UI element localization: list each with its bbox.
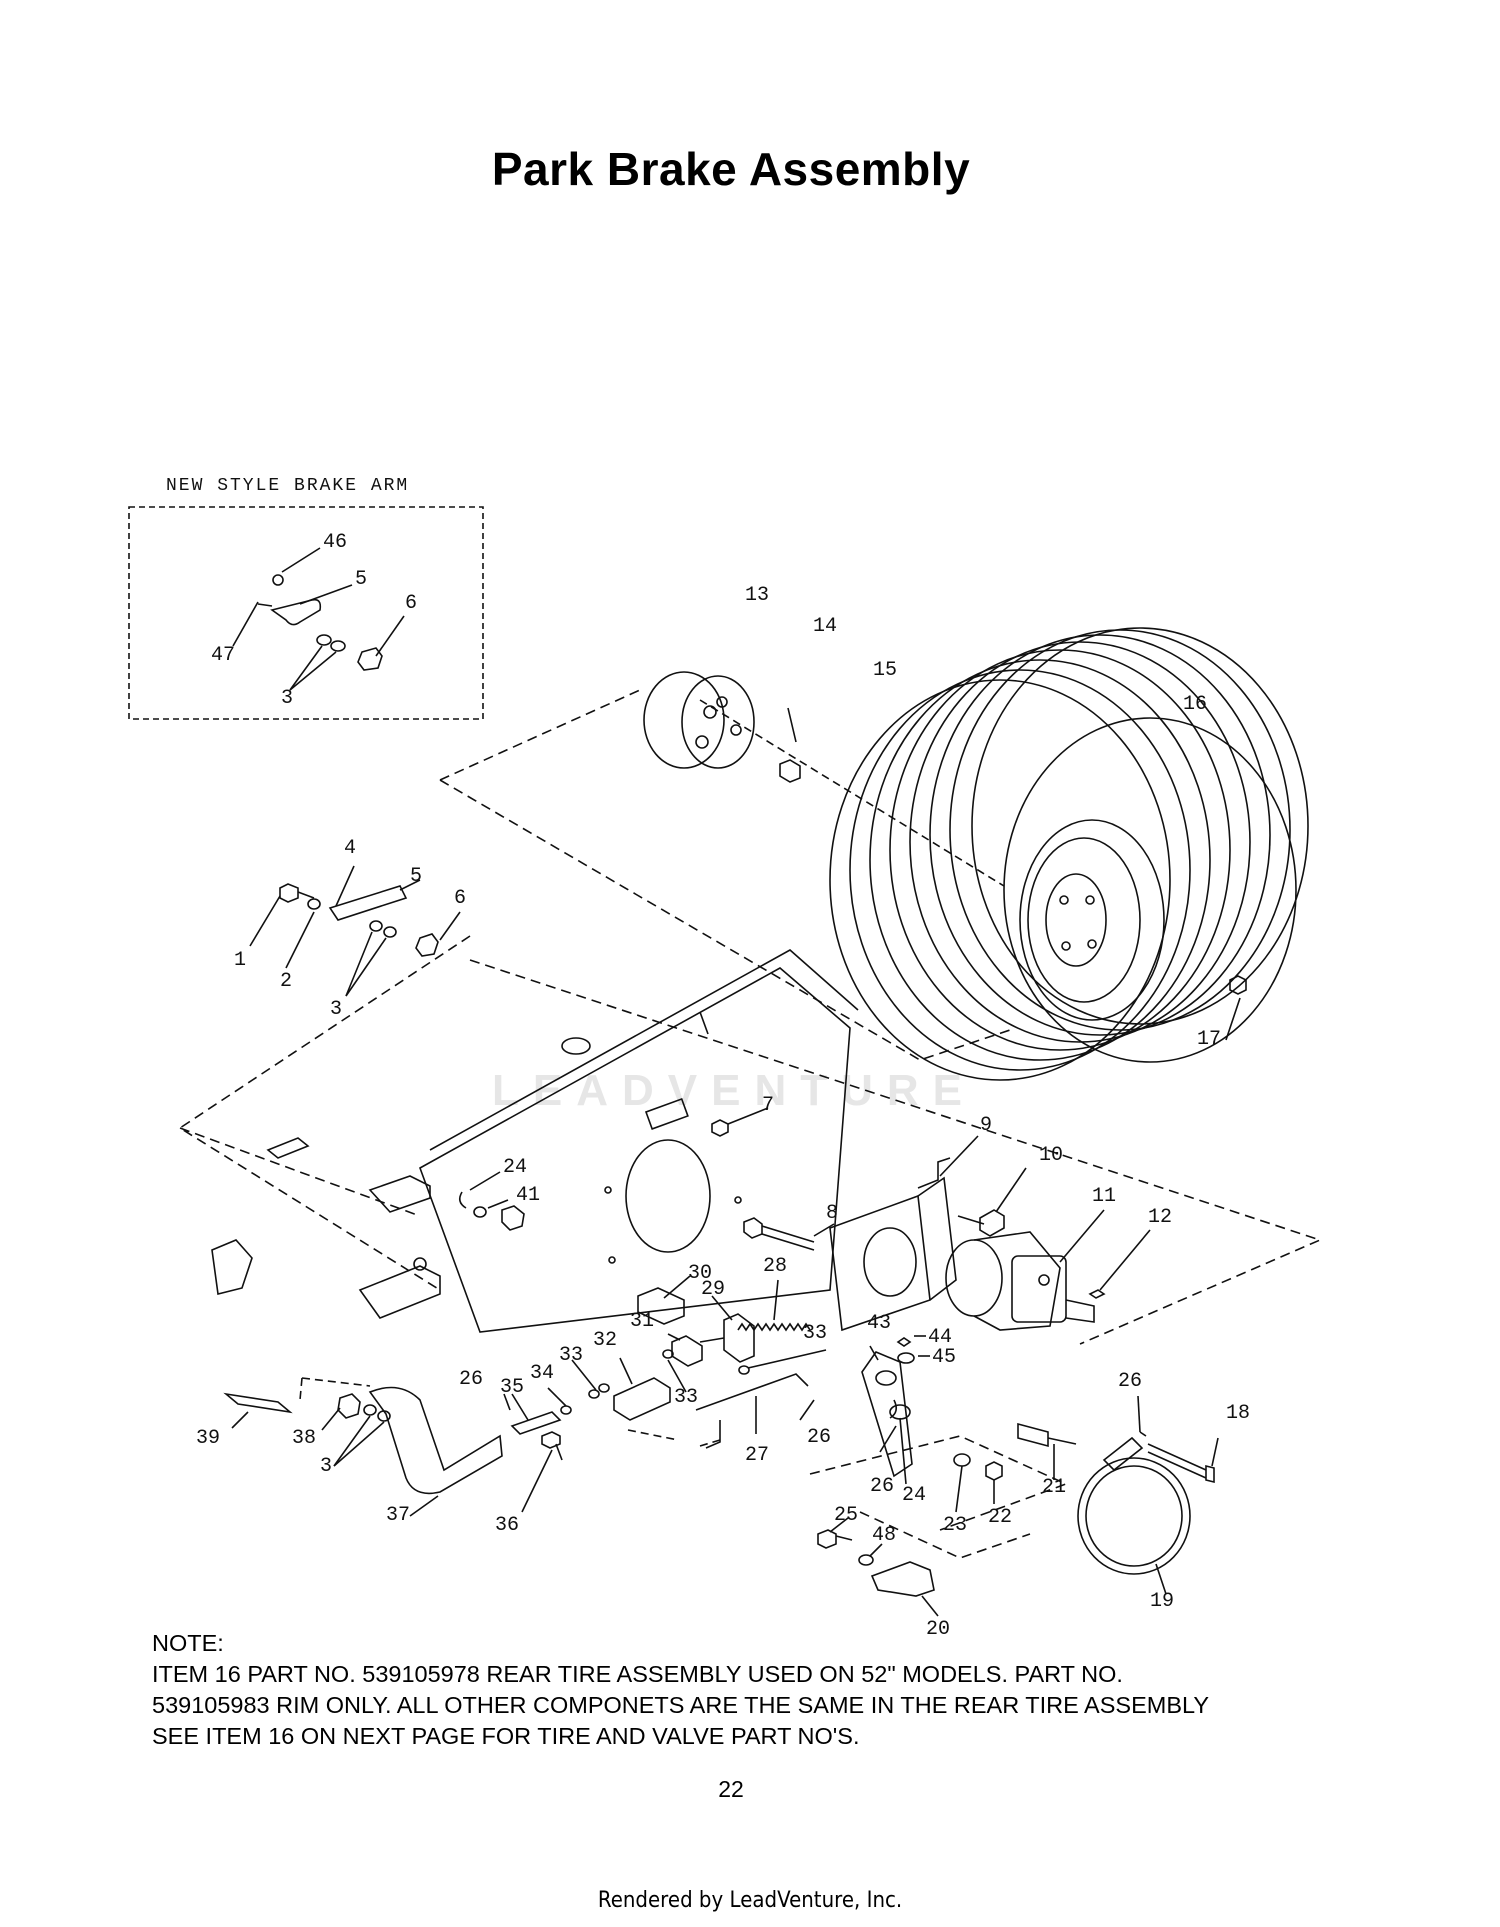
note-heading: NOTE: <box>152 1630 224 1656</box>
callout-22: 22 <box>988 1506 1012 1529</box>
callout-20: 20 <box>926 1618 950 1641</box>
callout-23: 23 <box>943 1514 967 1537</box>
callout-24: 24 <box>503 1156 527 1179</box>
callout-30: 30 <box>688 1262 712 1285</box>
callout-37: 37 <box>386 1504 410 1527</box>
callout-1: 1 <box>234 949 246 972</box>
callout-labels: 46 5 6 47 3 13 14 15 16 17 4 5 6 1 2 3 7… <box>196 531 1250 1641</box>
callout-29: 29 <box>701 1278 725 1301</box>
callout-39: 39 <box>196 1427 220 1450</box>
callout-5b: 5 <box>410 865 422 888</box>
frame-plate <box>419 949 859 1333</box>
callout-18: 18 <box>1226 1402 1250 1425</box>
brake-pedal <box>368 1386 503 1495</box>
note-line: SEE ITEM 16 ON NEXT PAGE FOR TIRE AND VA… <box>152 1723 860 1749</box>
callout-6b: 6 <box>454 887 466 910</box>
callout-11: 11 <box>1092 1185 1116 1208</box>
inset-brake-arm <box>257 574 383 671</box>
callout-15: 15 <box>873 659 897 682</box>
watermark: LEADVENTURE <box>492 1066 977 1115</box>
note-line: ITEM 16 PART NO. 539105978 REAR TIRE ASS… <box>152 1661 1123 1687</box>
callout-26: 26 <box>459 1368 483 1391</box>
callout-26c: 26 <box>870 1475 894 1498</box>
callout-36: 36 <box>495 1514 519 1537</box>
callout-32: 32 <box>593 1329 617 1352</box>
hub <box>643 671 755 769</box>
callout-45: 45 <box>932 1346 956 1369</box>
callout-47: 47 <box>211 644 235 667</box>
callout-21: 21 <box>1042 1476 1066 1499</box>
callout-10: 10 <box>1039 1144 1063 1167</box>
callout-6: 6 <box>405 592 417 615</box>
callout-33: 33 <box>559 1344 583 1367</box>
brake-band <box>1077 1436 1191 1575</box>
note-block: NOTE: ITEM 16 PART NO. 539105978 REAR TI… <box>152 1628 1382 1752</box>
callout-33b: 33 <box>674 1386 698 1409</box>
motor-bracket <box>829 1157 957 1332</box>
callout-26b: 26 <box>807 1426 831 1449</box>
callout-4: 4 <box>344 837 356 860</box>
callout-26d: 26 <box>1118 1370 1142 1393</box>
callout-28: 28 <box>763 1255 787 1278</box>
callout-48: 48 <box>872 1524 896 1547</box>
callout-9: 9 <box>980 1114 992 1137</box>
left-brackets <box>211 1137 441 1319</box>
callout-14: 14 <box>813 615 837 638</box>
page-title: Park Brake Assembly <box>491 143 971 195</box>
callout-35: 35 <box>500 1376 524 1399</box>
brake-rod <box>695 1373 809 1449</box>
callout-12: 12 <box>1148 1206 1172 1229</box>
callout-17: 17 <box>1197 1028 1221 1051</box>
callout-16: 16 <box>1183 693 1207 716</box>
callout-24b: 24 <box>902 1484 926 1507</box>
callout-8: 8 <box>826 1202 838 1225</box>
callout-27: 27 <box>745 1444 769 1467</box>
tire-dashline <box>439 689 1011 1061</box>
frame-dashline <box>178 935 1323 1345</box>
callout-41: 41 <box>516 1184 540 1207</box>
callout-3: 3 <box>281 687 293 710</box>
note-line: 539105983 RIM ONLY. ALL OTHER COMPONETS … <box>152 1692 1209 1718</box>
callout-3c: 3 <box>320 1455 332 1478</box>
inset-title: NEW STYLE BRAKE ARM <box>166 476 409 496</box>
hydro-motor <box>945 1231 1095 1331</box>
callout-7: 7 <box>762 1094 774 1117</box>
callout-25: 25 <box>834 1504 858 1527</box>
callout-33c: 33 <box>803 1322 827 1345</box>
callout-46: 46 <box>323 531 347 554</box>
callout-44: 44 <box>928 1326 952 1349</box>
bolt-group <box>279 883 439 957</box>
inset-box <box>128 506 484 720</box>
callout-31: 31 <box>630 1310 654 1333</box>
callout-2: 2 <box>280 970 292 993</box>
callout-5: 5 <box>355 568 367 591</box>
page-number: 22 <box>718 1776 744 1802</box>
callout-38: 38 <box>292 1427 316 1450</box>
footer-credit: Rendered by LeadVenture, Inc. <box>597 1888 903 1913</box>
callout-19: 19 <box>1150 1590 1174 1613</box>
tire <box>829 627 1309 1081</box>
callout-13: 13 <box>745 584 769 607</box>
callout-43: 43 <box>867 1312 891 1335</box>
callout-34: 34 <box>530 1362 554 1385</box>
callout-3b: 3 <box>330 998 342 1021</box>
